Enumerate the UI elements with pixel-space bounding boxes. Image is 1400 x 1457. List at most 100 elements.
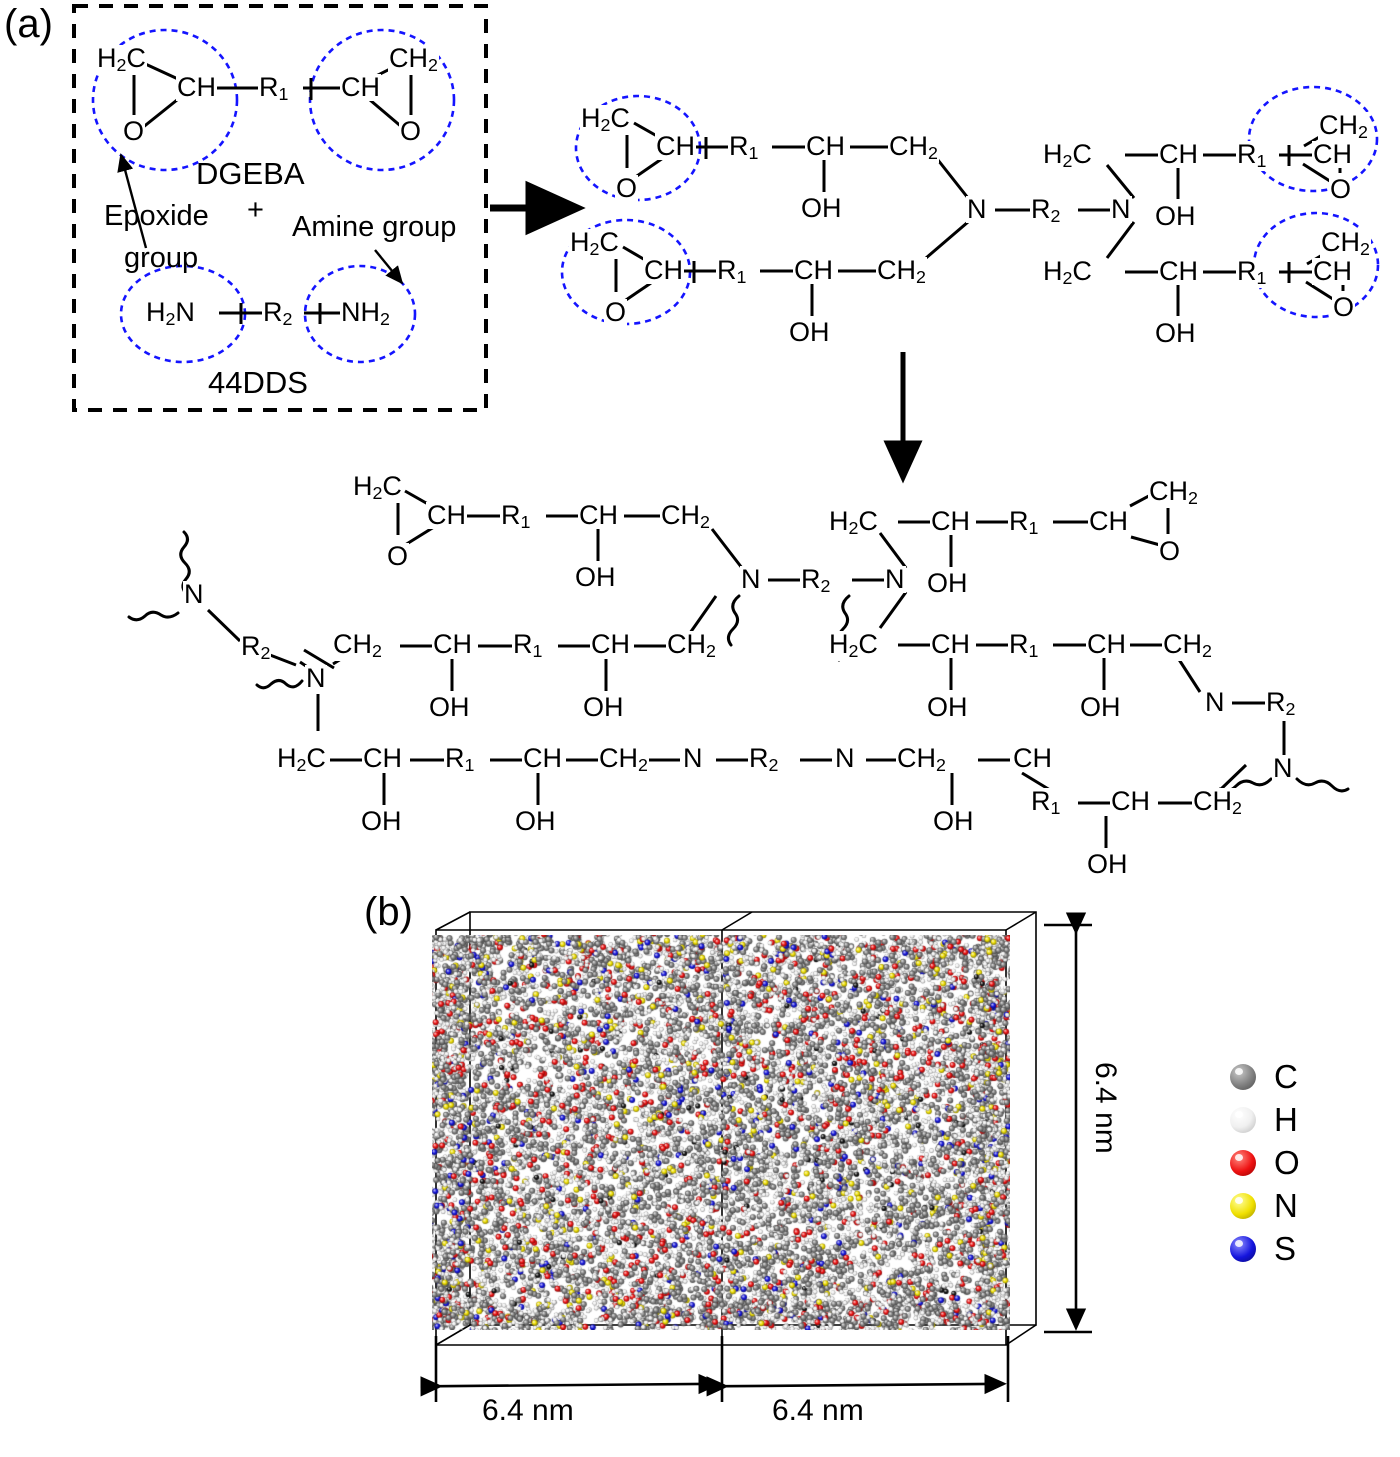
atom-ch2: CH2: [388, 43, 439, 75]
atom-r1: R1: [258, 72, 290, 104]
atom-o: O: [615, 173, 639, 203]
atom-oh: OH: [574, 562, 617, 592]
atom-oh: OH: [926, 568, 969, 598]
legend-label-hydrogen: H: [1274, 1100, 1298, 1138]
atom-h2c: H2C: [1042, 256, 1093, 288]
atom-ch2: CH2: [1162, 629, 1213, 661]
epoxide-annotation-arrow: [117, 153, 148, 249]
atom-ch: CH: [793, 255, 834, 285]
step3-bonds: [206, 487, 1286, 848]
atom-r2: R2: [262, 297, 294, 329]
atom-h2c: H2C: [352, 471, 403, 503]
epoxide-highlight-circle-left: [91, 28, 239, 172]
step2-epoxide-circle-tr: [1247, 85, 1379, 193]
atom-oh: OH: [360, 806, 403, 836]
atom-ch: CH: [655, 131, 696, 161]
atom-r2: R2: [748, 743, 780, 775]
atom-n: N: [682, 743, 704, 773]
atom-h2n: H2N: [145, 297, 196, 329]
atom-ch: CH: [930, 506, 971, 536]
atom-r1: R1: [500, 500, 532, 532]
plus-sign: +: [247, 194, 264, 226]
atom-o: O: [604, 297, 628, 327]
atom-ch2: CH2: [598, 743, 649, 775]
dim-label-width-right: 6.4 nm: [772, 1394, 864, 1427]
carbon-sphere-icon: [1230, 1063, 1256, 1090]
amine-highlight-circle-right: [303, 264, 417, 364]
atom-o: O: [399, 116, 423, 146]
atom-color-legend: C H O N S: [1230, 1055, 1300, 1270]
atom-ch2: CH2: [660, 500, 711, 532]
atom-ch: CH: [590, 629, 631, 659]
legend-item-sulfur: S: [1230, 1227, 1300, 1270]
atom-ch2: CH2: [332, 629, 383, 661]
atom-o: O: [1158, 536, 1182, 566]
atom-ch: CH: [1086, 629, 1127, 659]
atom-ch: CH: [522, 743, 563, 773]
oxygen-sphere-icon: [1230, 1149, 1256, 1176]
atom-oh: OH: [428, 692, 471, 722]
atom-h2c: H2C: [569, 227, 620, 259]
atom-oh: OH: [1154, 318, 1197, 348]
atom-r2: R2: [800, 564, 832, 596]
atom-oh: OH: [932, 806, 975, 836]
sulfur-sphere-icon: [1230, 1235, 1256, 1262]
panel-b-label: (b): [364, 890, 413, 934]
atom-ch: CH: [1312, 139, 1353, 169]
atom-h2c: H2C: [276, 743, 327, 775]
atom-oh: OH: [800, 193, 843, 223]
legend-item-carbon: C: [1230, 1055, 1300, 1098]
atom-ch: CH: [340, 72, 381, 102]
legend-label-carbon: C: [1274, 1057, 1298, 1095]
dds-label: 44DDS: [208, 365, 308, 400]
atom-n: N: [183, 579, 205, 609]
hydrogen-sphere-icon: [1230, 1106, 1256, 1133]
atom-r2: R2: [1265, 687, 1297, 719]
nitrogen-sphere-icon: [1230, 1192, 1256, 1219]
atom-o: O: [1329, 174, 1353, 204]
atom-r2: R2: [1030, 194, 1062, 226]
dim-label-height: 6.4 nm: [1089, 1062, 1122, 1154]
atom-ch: CH: [1012, 743, 1053, 773]
atom-h2c: H2C: [580, 103, 631, 135]
dim-label-width-left: 6.4 nm: [482, 1394, 574, 1427]
simulation-cell-molecules: [432, 935, 1010, 1330]
atom-r1: R1: [716, 255, 748, 287]
atom-ch2: CH2: [896, 743, 947, 775]
atom-ch: CH: [1158, 139, 1199, 169]
atom-ch: CH: [426, 500, 467, 530]
atom-ch2: CH2: [876, 255, 927, 287]
atom-oh: OH: [1079, 692, 1122, 722]
atom-n: N: [884, 564, 906, 594]
atom-n: N: [1272, 753, 1294, 783]
atom-ch: CH: [1110, 786, 1151, 816]
atom-ch2: CH2: [1148, 476, 1199, 508]
atom-ch: CH: [176, 72, 217, 102]
atom-r1: R1: [512, 629, 544, 661]
atom-n: N: [966, 194, 988, 224]
atom-r1: R1: [1030, 786, 1062, 818]
atom-ch: CH: [805, 131, 846, 161]
atom-h2c: H2C: [1042, 139, 1093, 171]
atom-h2c: H2C: [828, 506, 879, 538]
legend-label-nitrogen: N: [1274, 1186, 1298, 1224]
atom-n: N: [1110, 194, 1132, 224]
dds-bonds: [219, 303, 340, 324]
legend-item-oxygen: O: [1230, 1141, 1300, 1184]
atom-n: N: [305, 663, 327, 693]
atom-ch: CH: [1158, 256, 1199, 286]
legend-label-sulfur: S: [1274, 1229, 1297, 1267]
atom-ch: CH: [578, 500, 619, 530]
atom-ch2: CH2: [1318, 110, 1369, 142]
atom-r1: R1: [444, 743, 476, 775]
atom-ch: CH: [432, 629, 473, 659]
atom-n: N: [740, 564, 762, 594]
atom-r1: R1: [1236, 139, 1268, 171]
atom-oh: OH: [514, 806, 557, 836]
atom-ch: CH: [930, 629, 971, 659]
atom-r1: R1: [1008, 629, 1040, 661]
atom-h2c: H2C: [828, 629, 879, 661]
epoxide-annotation-line2: group: [124, 242, 199, 274]
